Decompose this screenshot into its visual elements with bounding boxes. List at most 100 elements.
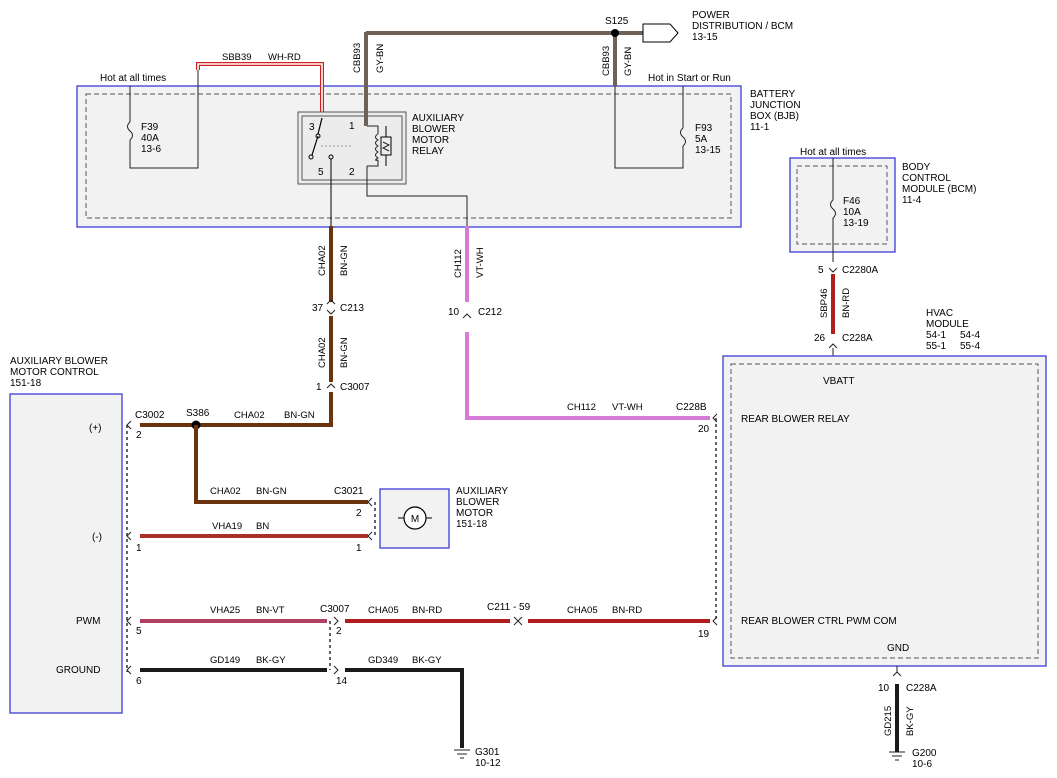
bcm-label-1: BODY	[902, 162, 931, 173]
bcm-label-4: 11-4	[902, 195, 922, 206]
connector-c2280a-icon	[828, 267, 838, 273]
c3002-pin-plus: 2	[136, 430, 142, 441]
body-control-module	[789, 157, 896, 253]
hvac-ref-4: 55-4	[960, 341, 980, 352]
sbp46-circuit: SBP46	[819, 288, 830, 318]
f39-circuit	[129, 70, 199, 169]
motor-symbol: M	[411, 514, 419, 525]
f46-name: F46	[843, 196, 861, 207]
f39-rating: 40A	[141, 133, 159, 144]
bcm-label-3: MODULE (BCM)	[902, 184, 976, 195]
g200-ref: 10-6	[912, 759, 932, 770]
aux-control-pin-minus: (-)	[92, 532, 102, 543]
bjb-hot-left-label: Hot at all times	[100, 73, 166, 84]
c3007-top-pin: 1	[316, 382, 322, 393]
battery-junction-box	[76, 85, 742, 228]
pdb-label-3: 13-15	[692, 32, 718, 43]
power-distribution-arrow-icon	[642, 23, 679, 43]
c228a-top-pin: 26	[814, 333, 826, 344]
f46-ref: 13-19	[843, 218, 869, 229]
relay-label-2: BLOWER	[412, 124, 455, 135]
relay-label-4: RELAY	[412, 146, 444, 157]
connector-c228a-bot-icon	[892, 666, 902, 677]
connector-c211-icon	[513, 616, 523, 626]
cha05-a-circuit: CHA05	[368, 605, 399, 616]
aux-control-pin-pwm: PWM	[76, 616, 100, 627]
vha25-circuit: VHA25	[210, 605, 240, 616]
sbb39-circuit: SBB39	[222, 52, 252, 63]
c228a-top-name: C228A	[842, 333, 873, 344]
c228b-name: C228B	[676, 402, 707, 413]
bjb-label-4: 11-1	[750, 122, 770, 133]
ground-g301-icon	[454, 749, 470, 759]
cha05-a-color: BN-RD	[412, 605, 442, 616]
wire-gd349	[345, 668, 464, 748]
c213-pin: 37	[312, 303, 324, 314]
aux-control-label-3: 151-18	[10, 378, 42, 389]
relay-pin2-circuit	[366, 166, 468, 226]
aux-control-label-1: AUXILIARY BLOWER	[10, 356, 108, 367]
gd149-circuit: GD149	[210, 655, 240, 666]
hvac-label-1: HVAC	[926, 308, 953, 319]
sbp46-color: BN-RD	[841, 288, 852, 318]
connector-c228a-top-icon	[828, 343, 838, 356]
cha05-b-color: BN-RD	[612, 605, 642, 616]
c228a-bot-name: C228A	[906, 683, 937, 694]
splice-s386-label: S386	[186, 408, 210, 419]
f93-name: F93	[695, 123, 713, 134]
fuse-f46-icon	[830, 199, 836, 219]
c2280a-pin: 5	[818, 265, 824, 276]
gd149-color: BK-GY	[256, 655, 286, 666]
cha02-c-circuit: CHA02	[234, 410, 265, 421]
g301-ref: 10-12	[475, 758, 501, 769]
fuse-f39-icon	[127, 121, 133, 141]
gd215-circuit: GD215	[883, 706, 894, 736]
c3007-low-terminal-icon	[333, 616, 339, 626]
f46-rating: 10A	[843, 207, 861, 218]
f93-rating: 5A	[695, 134, 708, 145]
c3021-name: C3021	[334, 486, 364, 497]
hvac-label-2: MODULE	[926, 319, 969, 330]
c3021-pin-b: 1	[356, 543, 362, 554]
c3007-gnd-terminal-icon	[333, 665, 339, 675]
aux-motor-label-1: AUXILIARY	[456, 486, 508, 497]
gd215-color: BK-GY	[905, 706, 916, 736]
c3002-terminal-icons	[126, 420, 132, 675]
relay-pin-3: 3	[309, 122, 315, 133]
hvac-ref-2: 54-4	[960, 330, 980, 341]
bjb-label-2: JUNCTION	[750, 100, 801, 111]
hvac-ref-1: 54-1	[926, 330, 946, 341]
motor-icon	[398, 506, 432, 530]
gd349-circuit: GD349	[368, 655, 398, 666]
cha05-b-circuit: CHA05	[567, 605, 598, 616]
f39-ref: 13-6	[141, 144, 161, 155]
c3002-pin-minus: 1	[136, 543, 142, 554]
ch112-v-circuit: CH112	[453, 249, 464, 278]
hvac-pin-gnd: GND	[887, 643, 909, 654]
c3002-pin-gnd: 6	[136, 676, 142, 687]
aux-motor-label-2: BLOWER	[456, 497, 499, 508]
g301-name: G301	[475, 747, 500, 758]
ch112-h-color: VT-WH	[612, 402, 643, 413]
sbb39-color: WH-RD	[268, 52, 301, 63]
pdb-label-2: DISTRIBUTION / BCM	[692, 21, 793, 32]
cha02-d-circuit: CHA02	[210, 486, 241, 497]
c3021-pin-a: 2	[356, 508, 362, 519]
c213-name: C213	[340, 303, 364, 314]
relay-label-3: MOTOR	[412, 135, 449, 146]
f93-ref: 13-15	[695, 145, 721, 156]
aux-control-pin-plus: (+)	[89, 423, 102, 434]
c3007-low-pin-pwm: 2	[336, 626, 342, 637]
relay-coil-icon	[367, 125, 392, 167]
c3002-name: C3002	[135, 410, 165, 421]
c2280a-name: C2280A	[842, 265, 878, 276]
hvac-pin-vbatt: VBATT	[823, 376, 854, 387]
connector-c213-icon	[326, 299, 336, 315]
cbb93-b-color: GY-BN	[623, 47, 634, 76]
bcm-hot-label: Hot at all times	[800, 147, 866, 158]
cha02-a-color: BN-GN	[339, 245, 350, 276]
c3021-terminal-icons	[367, 497, 373, 541]
bjb-label-3: BOX (BJB)	[750, 111, 799, 122]
hvac-module	[722, 355, 1047, 667]
cha02-b-circuit: CHA02	[317, 337, 328, 368]
